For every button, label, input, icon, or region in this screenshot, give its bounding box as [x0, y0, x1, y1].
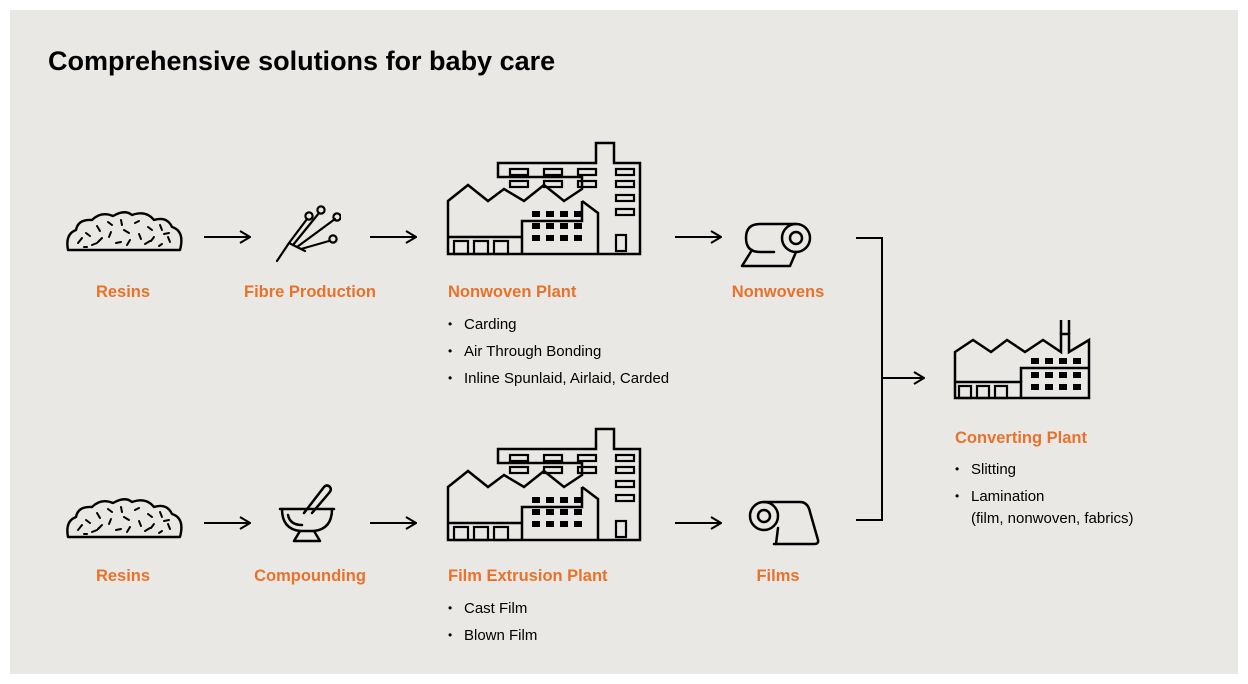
film-roll-icon: [748, 500, 824, 546]
factory-icon: [446, 141, 646, 259]
list-item: Lamination (film, nonwoven, fabrics): [955, 483, 1134, 530]
label-resins-bottom: Resins: [95, 567, 151, 585]
lamination-detail: (film, nonwoven, fabrics): [971, 510, 1134, 527]
resin-pile-icon: [64, 497, 184, 539]
arrow-compounding-to-film-plant: [370, 515, 418, 531]
list-item: Blown Film: [448, 622, 537, 649]
list-item: Cast Film: [448, 595, 537, 622]
label-resins-top: Resins: [95, 283, 151, 301]
resin-pile-icon: [64, 210, 184, 252]
converting-process-list: Slitting Lamination (film, nonwoven, fab…: [955, 456, 1134, 530]
label-films: Films: [756, 567, 800, 585]
arrow-resins-to-compounding: [204, 515, 252, 531]
arrow-fibre-to-nonwoven-plant: [370, 229, 418, 245]
factory-icon: [446, 427, 646, 545]
label-compounding: Compounding: [254, 567, 366, 585]
diagram-title: Comprehensive solutions for baby care: [48, 46, 556, 76]
film-plant-process-list: Cast Film Blown Film: [448, 595, 537, 649]
arrow-plant-to-films: [675, 515, 723, 531]
lamination-label: Lamination: [971, 488, 1045, 505]
nonwoven-plant-process-list: Carding Air Through Bonding Inline Spunl…: [448, 311, 669, 392]
label-film-extrusion-plant: Film Extrusion Plant: [448, 567, 608, 585]
arrow-resins-to-fibre: [204, 229, 252, 245]
merge-bracket: [854, 236, 928, 526]
fibre-strands-icon: [275, 205, 341, 269]
list-item: Slitting: [955, 456, 1134, 483]
nonwoven-roll-icon: [740, 222, 816, 268]
list-item: Carding: [448, 311, 669, 338]
mortar-pestle-icon: [278, 483, 336, 545]
label-nonwoven-plant: Nonwoven Plant: [448, 283, 577, 301]
list-item: Air Through Bonding: [448, 338, 669, 365]
label-fibre-production: Fibre Production: [244, 283, 376, 301]
label-converting-plant: Converting Plant: [955, 429, 1088, 447]
list-item: Inline Spunlaid, Airlaid, Carded: [448, 365, 669, 392]
converting-factory-icon: [953, 320, 1093, 400]
arrow-plant-to-nonwovens: [675, 229, 723, 245]
label-nonwovens: Nonwovens: [731, 283, 825, 301]
